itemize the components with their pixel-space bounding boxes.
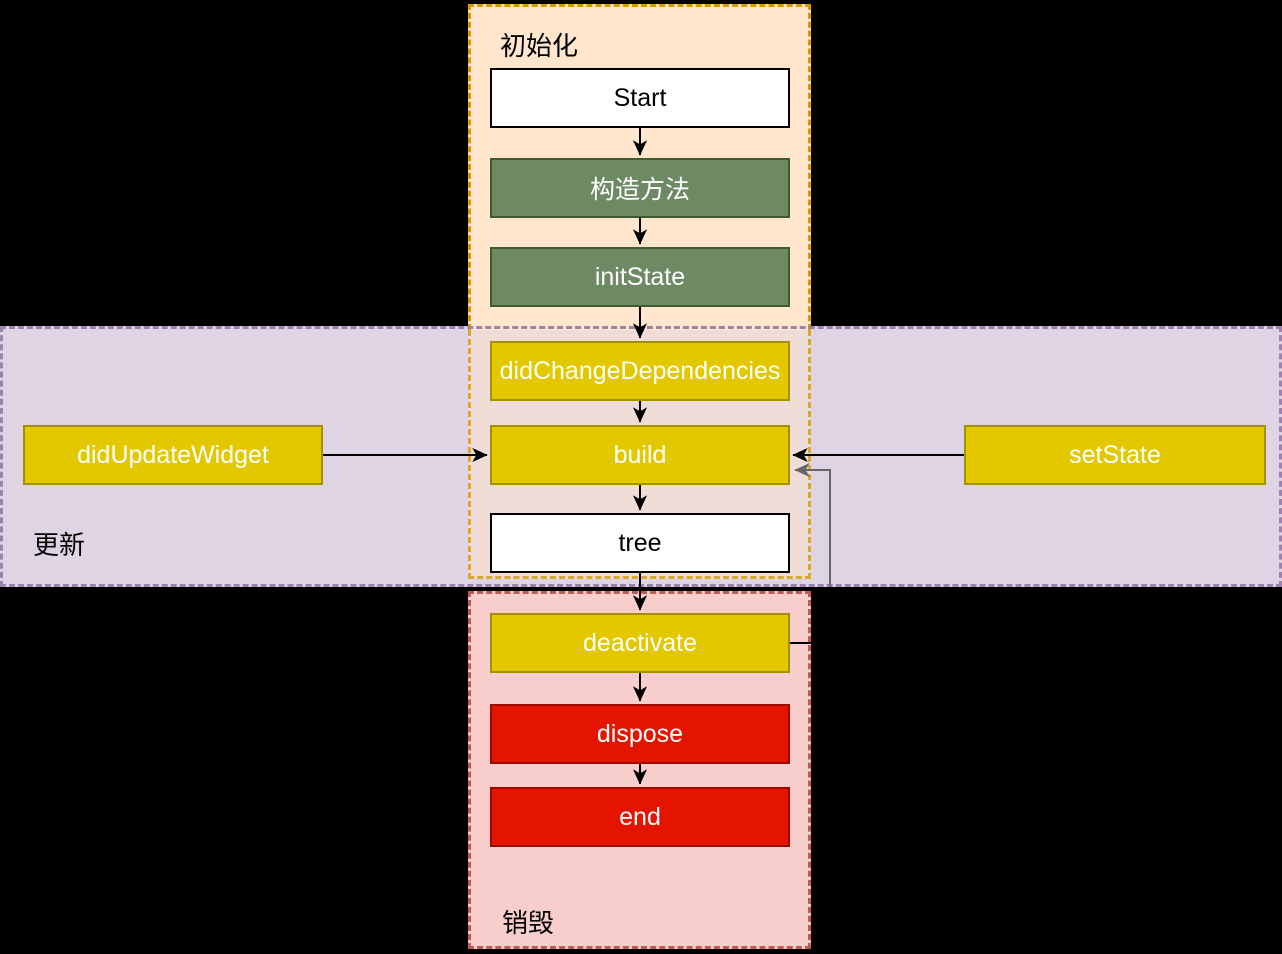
region-label-destroy: 销毁 (502, 908, 555, 938)
node-end: end (490, 787, 790, 847)
node-initstate: initState (490, 247, 790, 307)
node-didchangedependencies: didChangeDependencies (490, 341, 790, 401)
arrow-deactivate-loop-to-build (794, 462, 831, 587)
region-label-update: 更新 (33, 530, 86, 560)
node-constructor: 构造方法 (490, 158, 790, 218)
node-setstate: setState (964, 425, 1266, 485)
line-deactivate-loop-hidden (790, 589, 831, 644)
node-build: build (490, 425, 790, 485)
node-start: Start (490, 68, 790, 128)
node-didupdatewidget: didUpdateWidget (23, 425, 323, 485)
node-tree: tree (490, 513, 790, 573)
node-dispose: dispose (490, 704, 790, 764)
node-deactivate: deactivate (490, 613, 790, 673)
region-label-init: 初始化 (500, 31, 579, 61)
